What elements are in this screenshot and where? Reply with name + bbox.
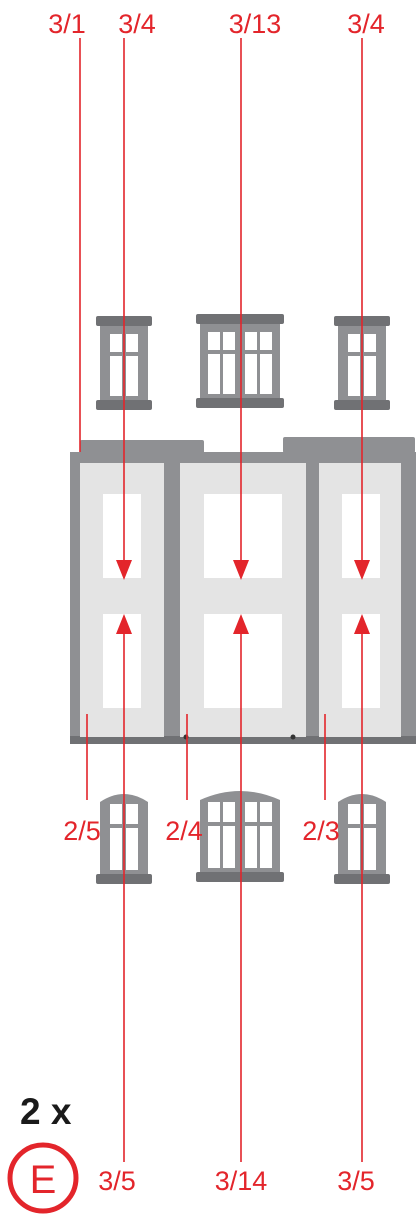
arrow-down-icon [233, 560, 249, 580]
window-frame-3-14 [196, 791, 284, 882]
arrow-down-icon [116, 560, 132, 580]
arrow-down-icon [354, 560, 370, 580]
arrow-up-icon [354, 614, 370, 634]
label-2-5: 2/5 [63, 816, 101, 846]
peg-hole [290, 734, 296, 740]
badge-letter: E [30, 1158, 57, 1202]
window-frame-3-13 [196, 314, 284, 408]
label-3-5-left: 3/5 [98, 1166, 136, 1196]
label-3-13: 3/13 [229, 9, 282, 39]
label-3-14: 3/14 [215, 1166, 268, 1196]
label-3-4-left: 3/4 [118, 9, 156, 39]
panel-2-4 [180, 463, 306, 737]
leader-lines [79, 38, 370, 1162]
quantity-label: 2 x [20, 1091, 72, 1132]
arrow-up-icon [116, 614, 132, 634]
arrow-up-icon [233, 614, 249, 634]
label-3-4-right: 3/4 [347, 9, 385, 39]
wall-part-3-1 [70, 437, 416, 744]
label-2-3: 2/3 [302, 816, 340, 846]
label-2-4: 2/4 [165, 816, 203, 846]
badge-circle-icon [7, 1142, 79, 1214]
panel-2-5 [80, 463, 164, 737]
e-badge: E [7, 1142, 79, 1214]
label-3-5-right: 3/5 [337, 1166, 375, 1196]
panel-2-3 [319, 463, 401, 737]
label-3-1: 3/1 [48, 9, 86, 39]
